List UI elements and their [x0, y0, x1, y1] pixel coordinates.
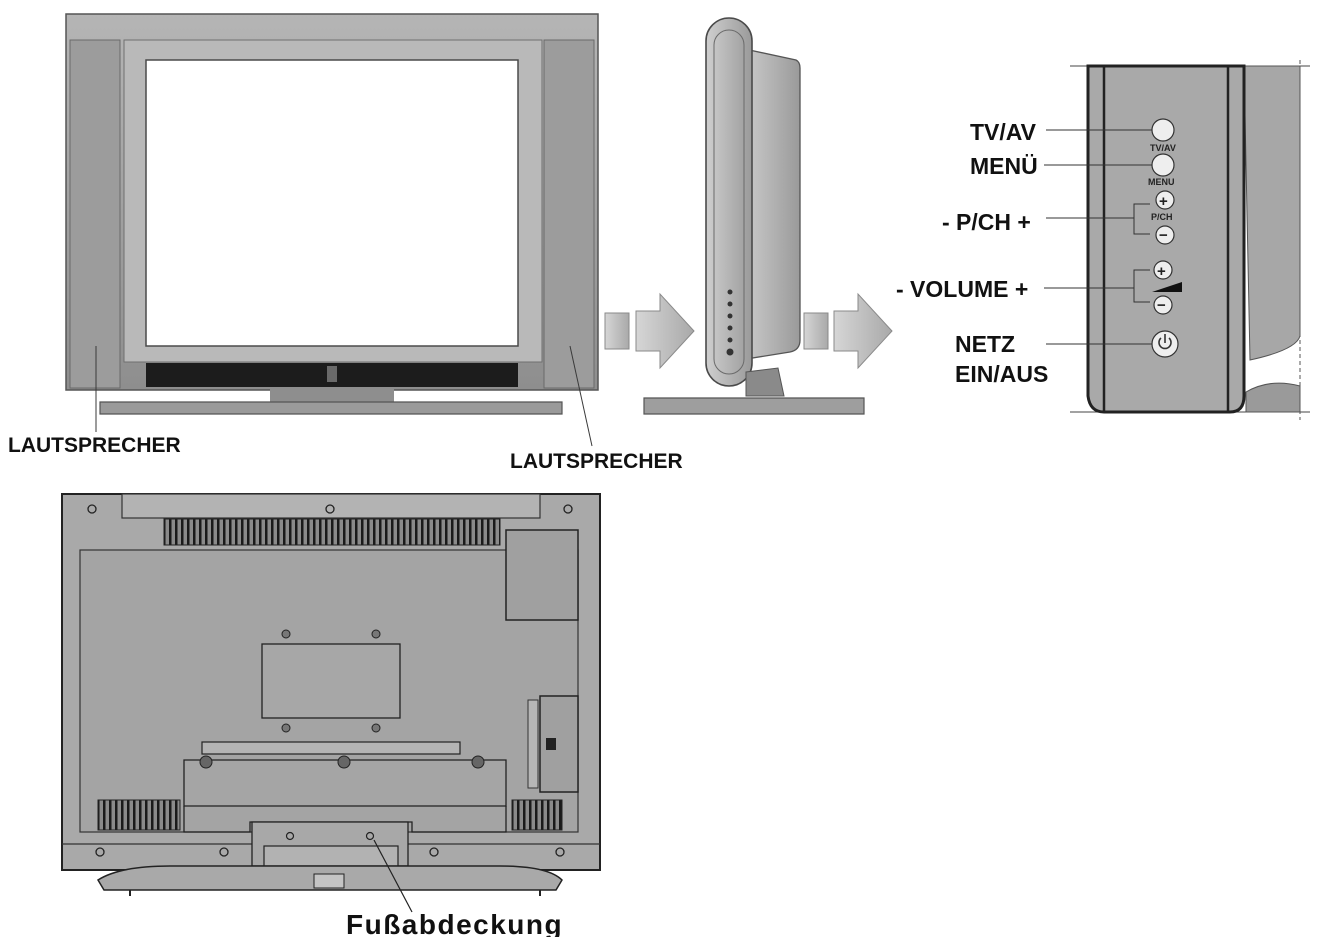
rear-screw-icon: [325, 504, 335, 514]
callout-pch: - P/CH +: [942, 209, 1031, 235]
front-led-icon: [327, 366, 337, 382]
rear-connector-block: [505, 529, 579, 621]
screen: [145, 59, 519, 347]
speaker-left-label: LAUTSPRECHER: [8, 434, 181, 457]
rear-bottom-vent-right: [511, 799, 563, 831]
callout-tv-av: TV/AV: [970, 119, 1037, 145]
arrow-2: [803, 292, 893, 370]
callout-power-line2: EIN/AUS: [955, 361, 1048, 387]
rear-top-vent: [163, 518, 501, 546]
arrow-1: [604, 292, 695, 370]
speaker-right: [543, 39, 595, 389]
vesa-plate: [261, 643, 401, 719]
front-stand-base: [99, 401, 563, 415]
power-icon: [1158, 337, 1172, 350]
pch-plus-icon: +: [1159, 193, 1168, 210]
callout-menu: MENÜ: [970, 153, 1038, 179]
tv-av-button-marking: TV/AV: [1150, 143, 1176, 153]
menu-button-marking: MENU: [1148, 177, 1175, 187]
rear-screw-icon: [563, 504, 573, 514]
volume-plus-icon: +: [1157, 263, 1166, 280]
side-view-tv: [643, 17, 865, 415]
volume-plus-button[interactable]: [1153, 260, 1173, 280]
speaker-left: [69, 39, 121, 389]
pch-button-marking: P/CH: [1151, 212, 1173, 222]
side-panel: [705, 17, 753, 387]
rear-view-tv: [61, 493, 601, 913]
callout-volume: - VOLUME +: [896, 276, 1028, 302]
pch-minus-button[interactable]: [1155, 225, 1175, 245]
rear-side-connector-panel: [539, 695, 579, 793]
menu-button[interactable]: [1151, 153, 1175, 177]
side-stand-base: [643, 397, 865, 415]
volume-minus-icon: −: [1157, 297, 1166, 314]
front-view-tv: [65, 13, 599, 447]
tv-av-button[interactable]: [1151, 118, 1175, 142]
rear-screw-icon: [87, 504, 97, 514]
volume-minus-button[interactable]: [1153, 295, 1173, 315]
stand-cover-label: Fußabdeckung: [346, 909, 563, 937]
rear-bottom-vent-left: [97, 799, 181, 831]
control-panel-closeup: TV/AV MENU + P/CH − + −: [1044, 60, 1310, 420]
callout-power-line1: NETZ: [955, 331, 1015, 357]
speaker-right-label: LAUTSPRECHER: [510, 450, 683, 473]
volume-wedge-icon: [1152, 282, 1182, 292]
pch-minus-icon: −: [1159, 227, 1168, 244]
pch-plus-button[interactable]: [1155, 190, 1175, 210]
